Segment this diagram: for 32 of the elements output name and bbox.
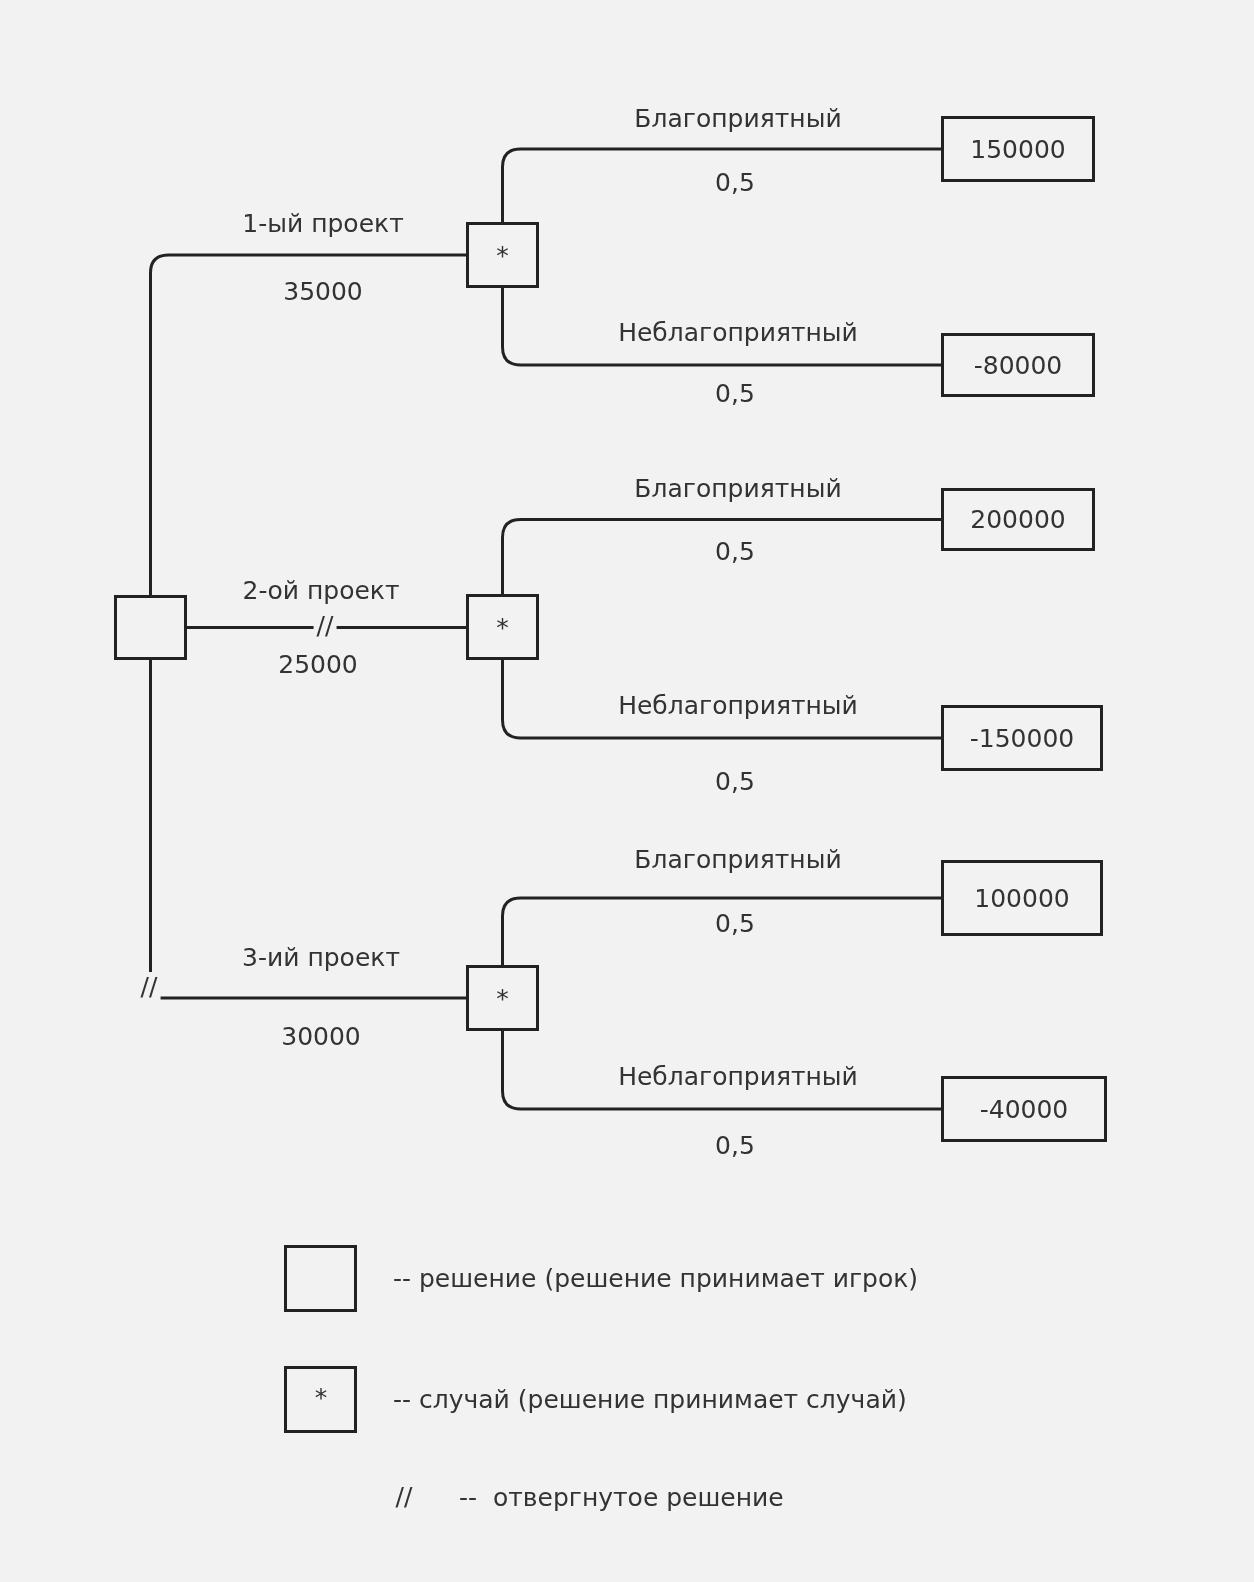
node-text: -150000 (969, 723, 1075, 753)
legend-text: -- случай (решение принимает случай) (393, 1384, 907, 1414)
payoff-box (941, 116, 1095, 182)
payoff-box (941, 1076, 1107, 1142)
node-text: 200000 (970, 505, 1066, 534)
connector-line (501, 1031, 941, 1111)
node-text: 150000 (970, 134, 1066, 164)
chance-node (466, 222, 539, 288)
legend-text: -- решение (решение принимает игрок) (393, 1263, 919, 1293)
connector-line (149, 660, 466, 1000)
connector-line (501, 288, 941, 367)
node-text: * (496, 983, 509, 1013)
payoff-box (941, 333, 1095, 397)
decision-box (114, 595, 187, 660)
connector-line (187, 626, 466, 629)
chance-node (466, 965, 539, 1031)
payoff-box (941, 860, 1103, 936)
chance-node (466, 594, 539, 660)
node-text: -40000 (979, 1094, 1069, 1124)
node-text: * (496, 612, 509, 642)
connector-line (501, 518, 941, 594)
payoff-box (941, 488, 1095, 551)
connector-line (501, 147, 941, 222)
legend-text: -- отвергнутое решение (459, 1482, 784, 1512)
connector-line (501, 660, 941, 740)
node-text: 100000 (974, 883, 1070, 913)
connector-line (149, 253, 466, 595)
rejected-mark: // (137, 972, 161, 1002)
connector-line (501, 896, 941, 965)
node-text: -80000 (973, 350, 1063, 380)
node-text: * (496, 240, 509, 270)
payoff-box (941, 705, 1103, 771)
